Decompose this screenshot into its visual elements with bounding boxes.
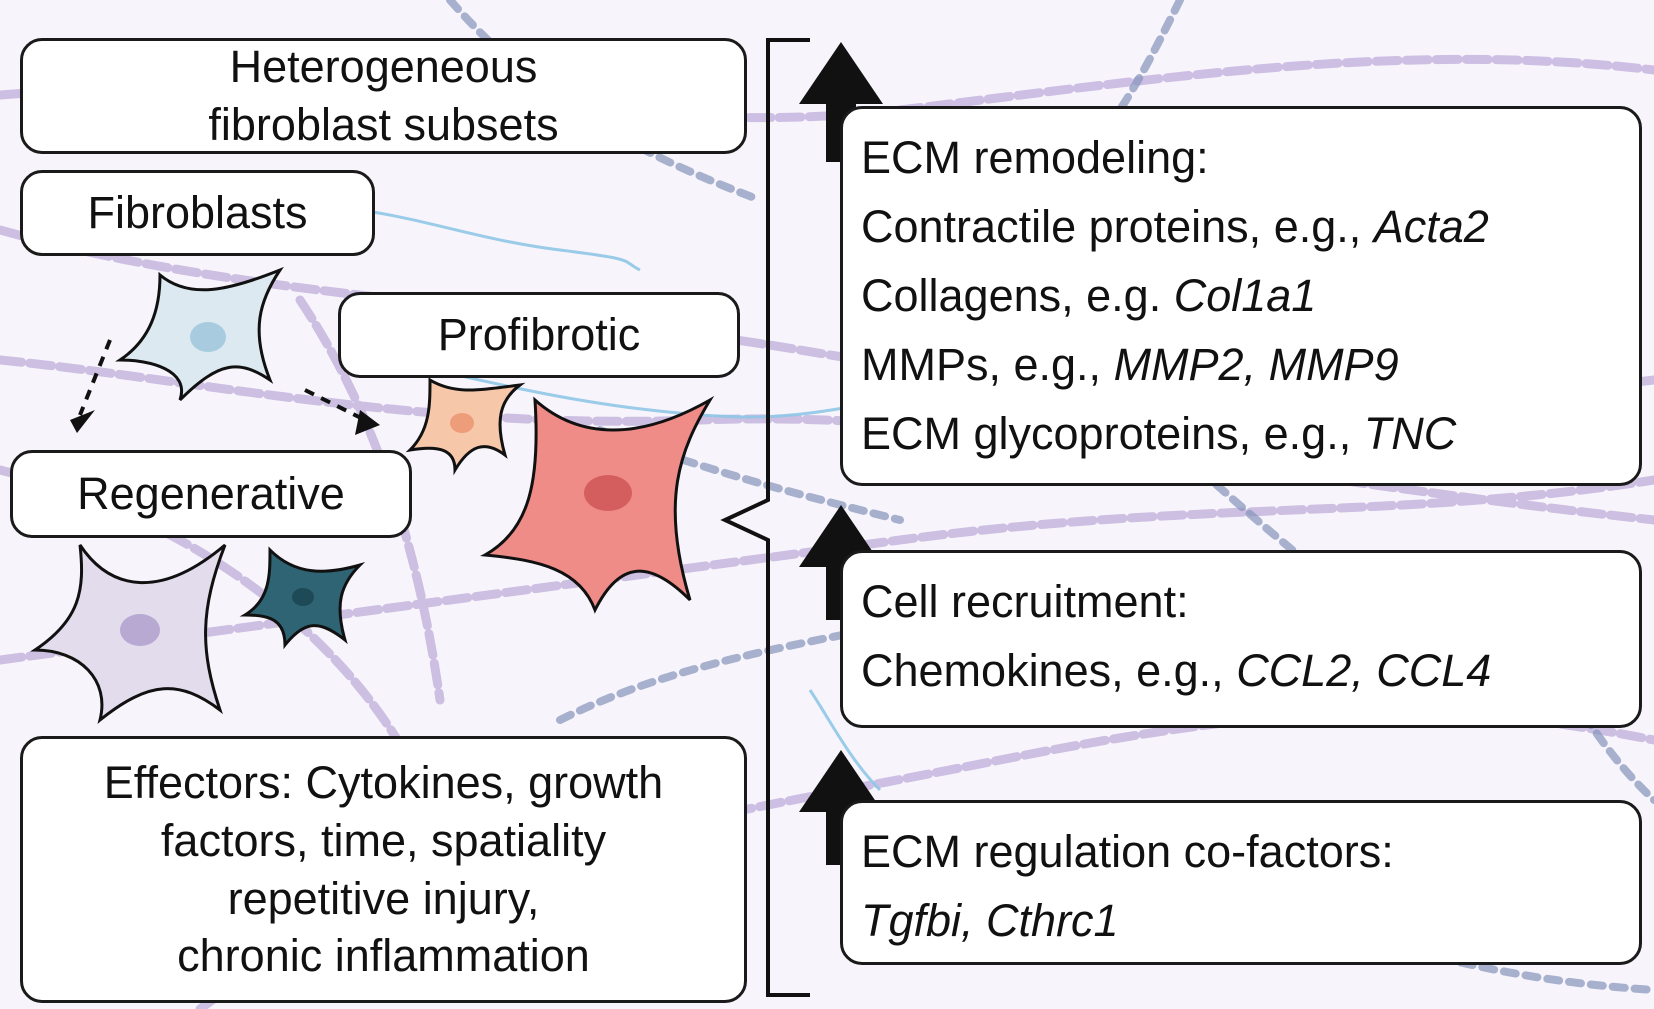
regenerative-label: Regenerative xyxy=(10,450,412,538)
cell-recruitment-box: Cell recruitment: Chemokines, e.g., CCL2… xyxy=(840,550,1642,728)
profibrotic-transition-arrow xyxy=(304,388,366,422)
effectors-box: Effectors: Cytokines, growth factors, ti… xyxy=(20,736,747,1003)
ecm-remodeling-title: ECM remodeling: xyxy=(861,132,1209,183)
regenerative-small-cell xyxy=(239,546,366,650)
ecm-item: Collagens, e.g. Col1a1 xyxy=(861,270,1317,321)
chemokines-line: Chemokines, e.g., CCL2, CCL4 xyxy=(861,645,1492,696)
effectors-line-4: chronic inflammation xyxy=(177,930,590,982)
ecm-regulation-title: ECM regulation co-factors: xyxy=(861,826,1394,877)
regenerative-transition-arrow xyxy=(78,339,112,416)
effectors-line-1: Effectors: Cytokines, growth xyxy=(103,757,664,809)
ecm-regulation-box: ECM regulation co-factors: Tgfbi, Cthrc1 xyxy=(840,800,1642,965)
cell-recruitment-title: Cell recruitment: xyxy=(861,576,1189,627)
profibrotic-label: Profibrotic xyxy=(338,292,740,378)
profibrotic-large-cell xyxy=(480,395,715,614)
effectors-line-3: repetitive injury, xyxy=(227,872,540,924)
regenerative-large-cell xyxy=(30,543,227,724)
header-line-2: fibroblast subsets xyxy=(208,99,559,150)
profibrotic-small-cell xyxy=(405,377,526,476)
ecm-remodeling-box: ECM remodeling: Contractile proteins, e.… xyxy=(840,106,1642,486)
header-line-1: Heterogeneous xyxy=(229,41,538,93)
fibroblasts-label: Fibroblasts xyxy=(20,170,375,256)
heterogeneous-subsets-title: Heterogeneous fibroblast subsets xyxy=(20,38,747,154)
effectors-line-2: factors, time, spatiality xyxy=(160,814,607,866)
ecm-item: MMPs, e.g., MMP2, MMP9 xyxy=(861,339,1399,390)
fibroblast-cell xyxy=(115,266,284,402)
ecm-item: Contractile proteins, e.g., Acta2 xyxy=(861,201,1489,252)
ecm-item: ECM glycoproteins, e.g., TNC xyxy=(861,408,1457,459)
arrow-up-icon xyxy=(799,42,883,104)
ecm-regulation-genes: Tgfbi, Cthrc1 xyxy=(861,895,1119,946)
